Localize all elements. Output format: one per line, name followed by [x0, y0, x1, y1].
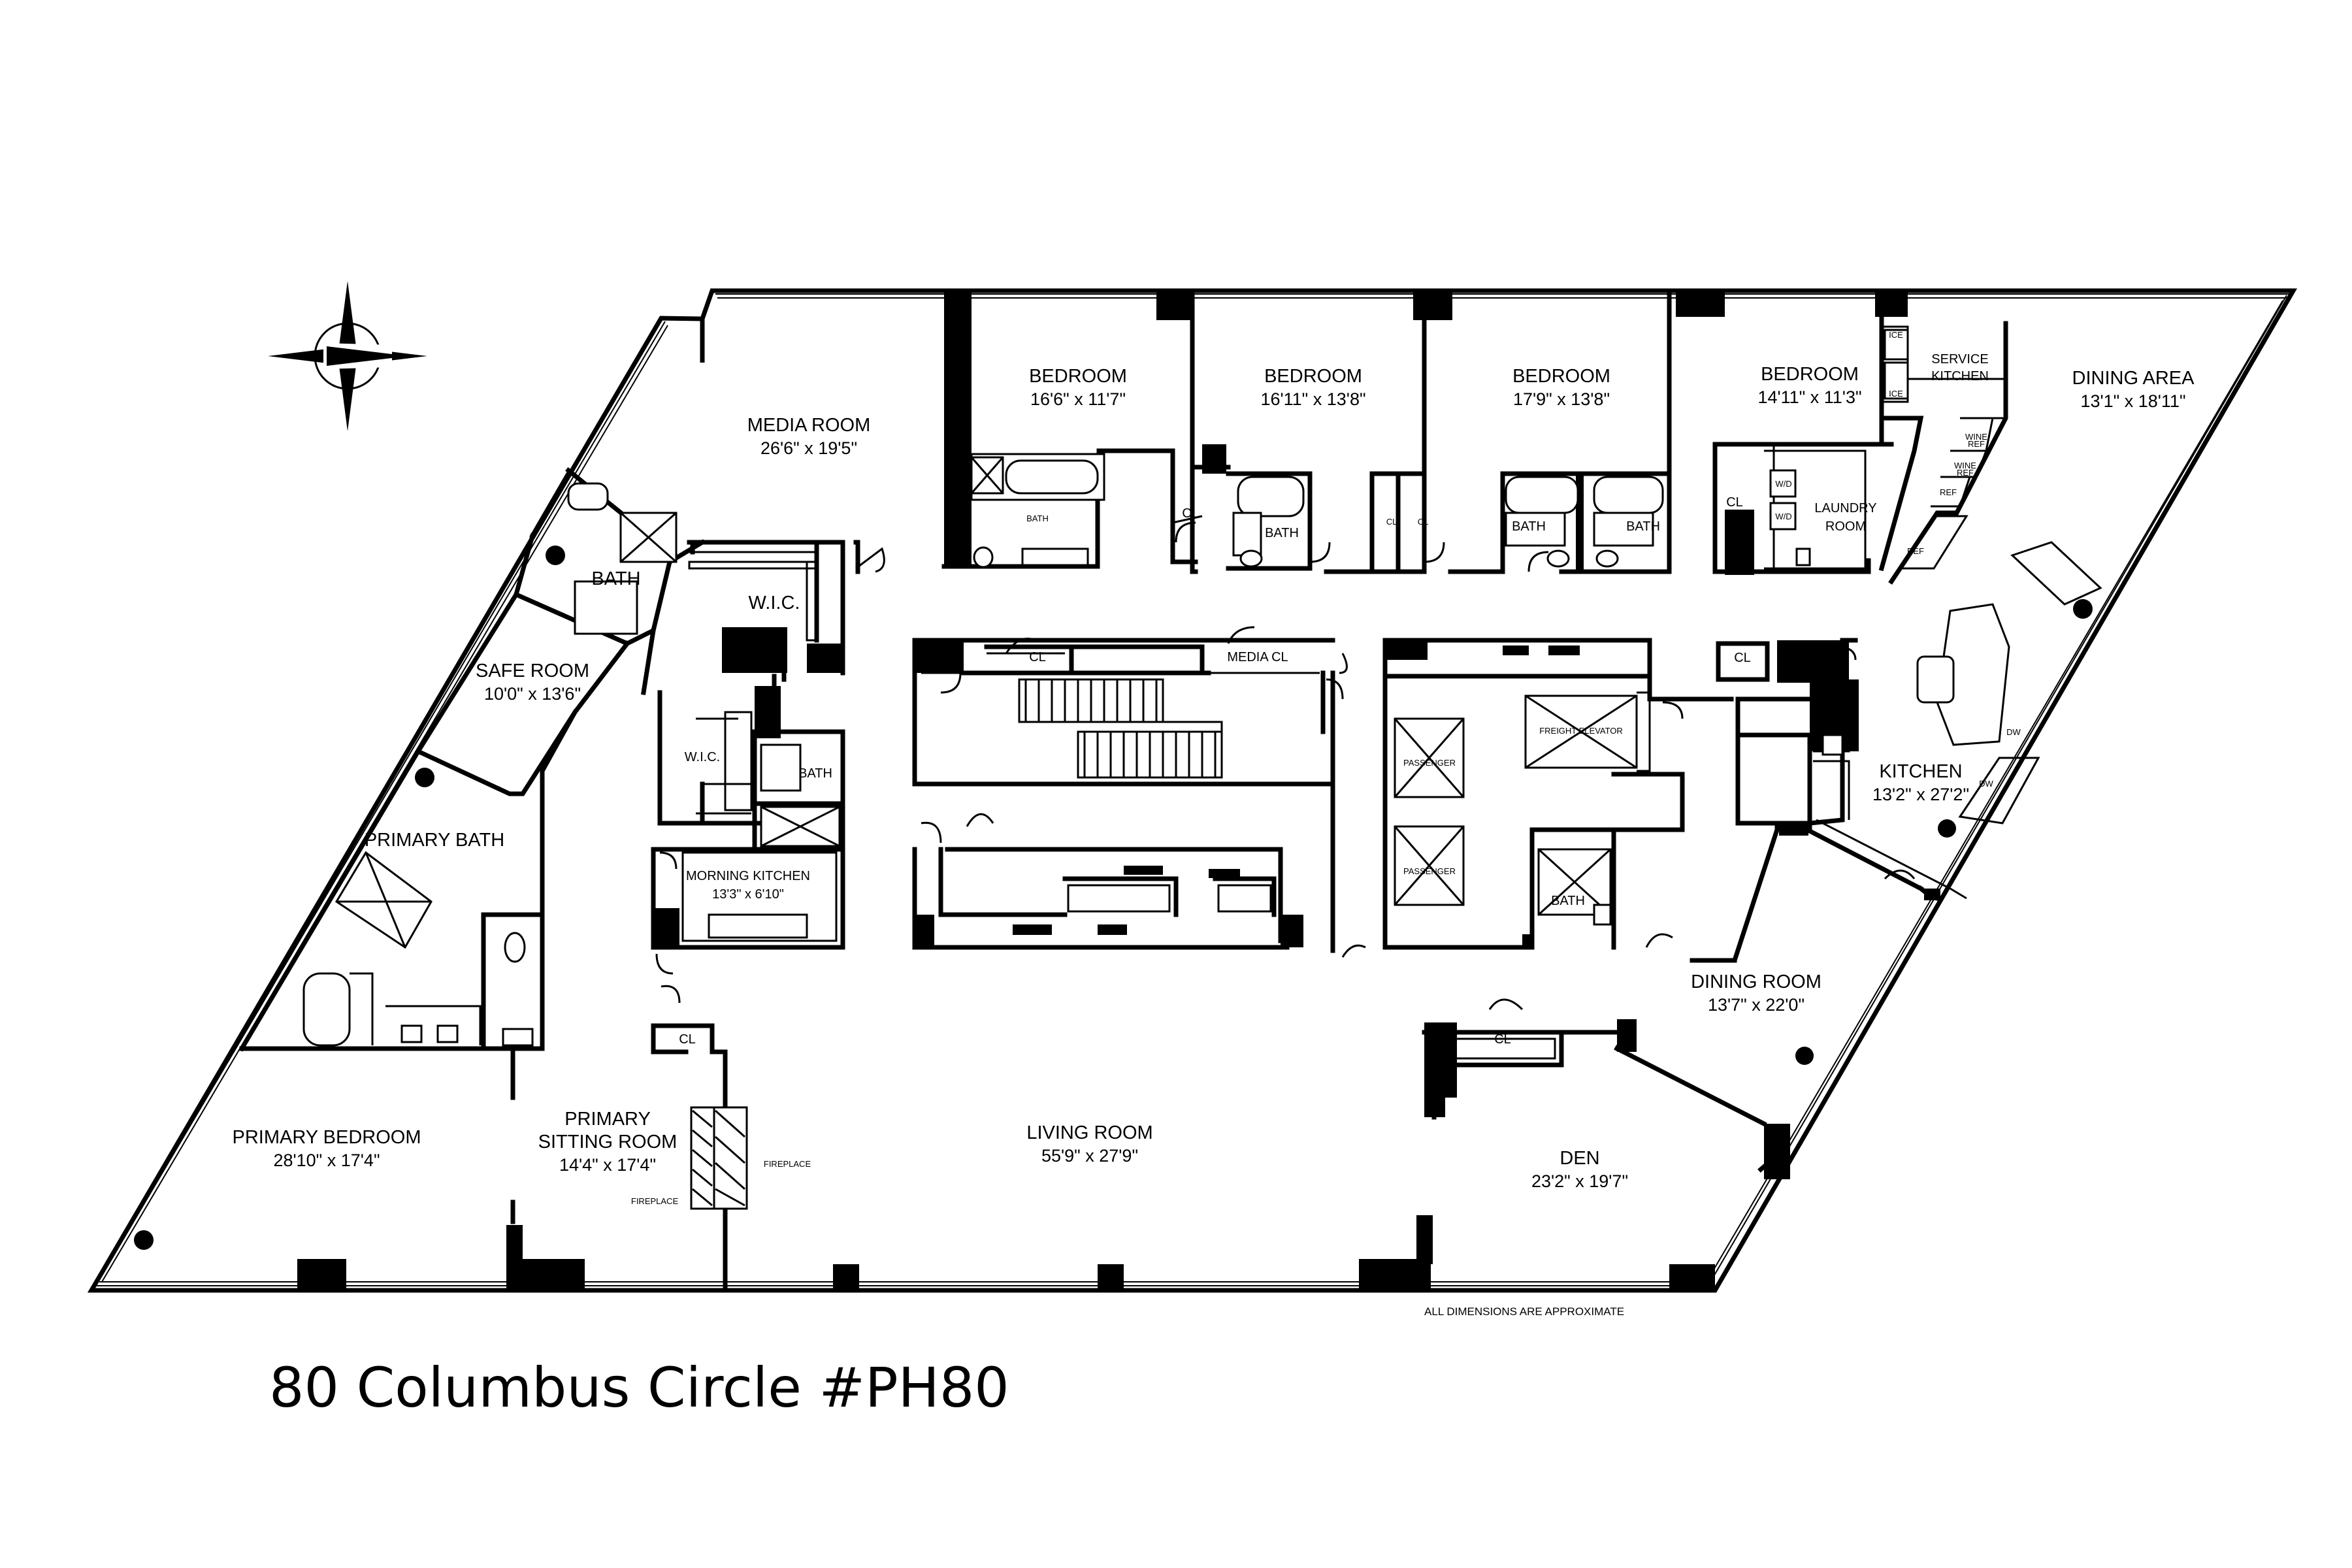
passenger-label: PASSENGER [1403, 866, 1456, 876]
primary-bath-name: PRIMARY BATH [365, 830, 504, 851]
media-room-name: MEDIA ROOM [747, 415, 871, 436]
bath-label: BATH [1265, 526, 1299, 540]
fireplace-label: FIREPLACE [631, 1196, 679, 1206]
ref-label: REF [1907, 546, 1924, 556]
staircase [1018, 678, 1223, 779]
service-kitchen-line1: SERVICE [1931, 352, 1988, 367]
cl-label: CL [1386, 517, 1397, 527]
dining-room-dims: 13'7" x 22'0" [1708, 995, 1805, 1015]
morning-kitchen-name: MORNING KITCHEN [686, 869, 810, 883]
primary-bedroom-name: PRIMARY BEDROOM [233, 1127, 421, 1148]
bedroom-1-name: BEDROOM [1029, 366, 1127, 387]
media-cl-label: MEDIA CL [1227, 650, 1288, 664]
cl-label: CL [1182, 506, 1199, 521]
dining-area-name: DINING AREA [2072, 368, 2195, 389]
wine-ref-label: REF [1957, 468, 1974, 478]
fixtures [302, 329, 2102, 1210]
cl-label: CL [1494, 1032, 1511, 1047]
wine-ref-label: WINE [1954, 461, 1976, 470]
dining-room-name: DINING ROOM [1691, 972, 1821, 992]
living-room-dims: 55'9" x 27'9" [1041, 1146, 1138, 1166]
morning-kitchen-dims: 13'3" x 6'10" [712, 887, 784, 902]
bath-label: BATH [591, 568, 640, 589]
minor-labels: BATH W.I.C. W.I.C. BATH BATH BATH BATH B… [591, 330, 2021, 1206]
primary-sitting-room-line1: PRIMARY [564, 1109, 651, 1130]
primary-sitting-room-line2: SITTING ROOM [538, 1132, 678, 1152]
safe-room-name: SAFE ROOM [476, 661, 589, 681]
dw-label: DW [2006, 727, 2021, 737]
bedroom-1-dims: 16'6" x 11'7" [1030, 389, 1126, 409]
bath-label: BATH [1626, 519, 1660, 534]
den-dims: 23'2" x 19'7" [1531, 1171, 1628, 1191]
cl-label: CL [1418, 517, 1429, 527]
safe-room-dims: 10'0" x 13'6" [484, 684, 581, 704]
primary-sitting-room-dims: 14'4" x 17'4" [559, 1155, 656, 1175]
bedroom-4-name: BEDROOM [1761, 364, 1859, 385]
bath-label: BATH [798, 766, 832, 781]
bath-label: BATH [1551, 894, 1585, 908]
wd-label: W/D [1775, 512, 1791, 521]
dimensions-note: ALL DIMENSIONS ARE APPROXIMATE [1424, 1305, 1624, 1318]
wic-label: W.I.C. [685, 750, 720, 764]
bedroom-2-dims: 16'11" x 13'8" [1260, 389, 1365, 409]
bath-label: BATH [1512, 519, 1546, 534]
passenger-label: PASSENGER [1403, 758, 1456, 768]
fireplace [690, 1106, 748, 1210]
compass-rose-icon: N [268, 281, 427, 431]
kitchen-name: KITCHEN [1879, 761, 1962, 782]
primary-bedroom-dims: 28'10" x 17'4" [273, 1151, 380, 1170]
kitchen-dims: 13'2" x 27'2" [1872, 785, 1969, 804]
wd-label: W/D [1775, 479, 1791, 489]
dining-area-dims: 13'1" x 18'11" [2080, 391, 2185, 411]
cl-label: CL [1726, 495, 1743, 510]
ref-label: REF [1940, 487, 1957, 497]
wine-ref-label: REF [1968, 439, 1985, 449]
listing-caption: 80 Columbus Circle #PH80 [269, 1356, 1009, 1420]
dw-label: DW [1979, 779, 1993, 789]
ice-label: ICE [1889, 330, 1903, 340]
bedroom-2-name: BEDROOM [1264, 366, 1362, 387]
den-name: DEN [1560, 1148, 1599, 1169]
fireplace-label: FIREPLACE [764, 1159, 811, 1169]
cl-label: CL [1029, 650, 1046, 664]
service-kitchen-line2: KITCHEN [1931, 369, 1989, 384]
wine-ref-label: WINE [1965, 432, 1987, 442]
ice-label: ICE [1889, 389, 1903, 399]
laundry-room-line2: ROOM [1825, 519, 1866, 534]
freight-elevator-label: FREIGHT ELEVATOR [1539, 726, 1623, 736]
compass-letter: N [340, 352, 358, 363]
laundry-room-line1: LAUNDRY [1814, 501, 1876, 515]
media-room-dims: 26'6" x 19'5" [760, 438, 857, 458]
bedroom-3-dims: 17'9" x 13'8" [1513, 389, 1610, 409]
cl-label: CL [1734, 651, 1751, 665]
cl-label: CL [679, 1032, 696, 1047]
room-labels: MEDIA ROOM 26'6" x 19'5" BEDROOM 16'6" x… [233, 352, 2195, 1191]
bedroom-4-dims: 14'11" x 11'3" [1757, 387, 1861, 407]
living-room-name: LIVING ROOM [1026, 1122, 1152, 1143]
door-swings [655, 515, 1916, 1011]
bedroom-3-name: BEDROOM [1512, 366, 1610, 387]
wic-label: W.I.C. [749, 593, 800, 613]
bath-label: BATH [1026, 514, 1049, 523]
